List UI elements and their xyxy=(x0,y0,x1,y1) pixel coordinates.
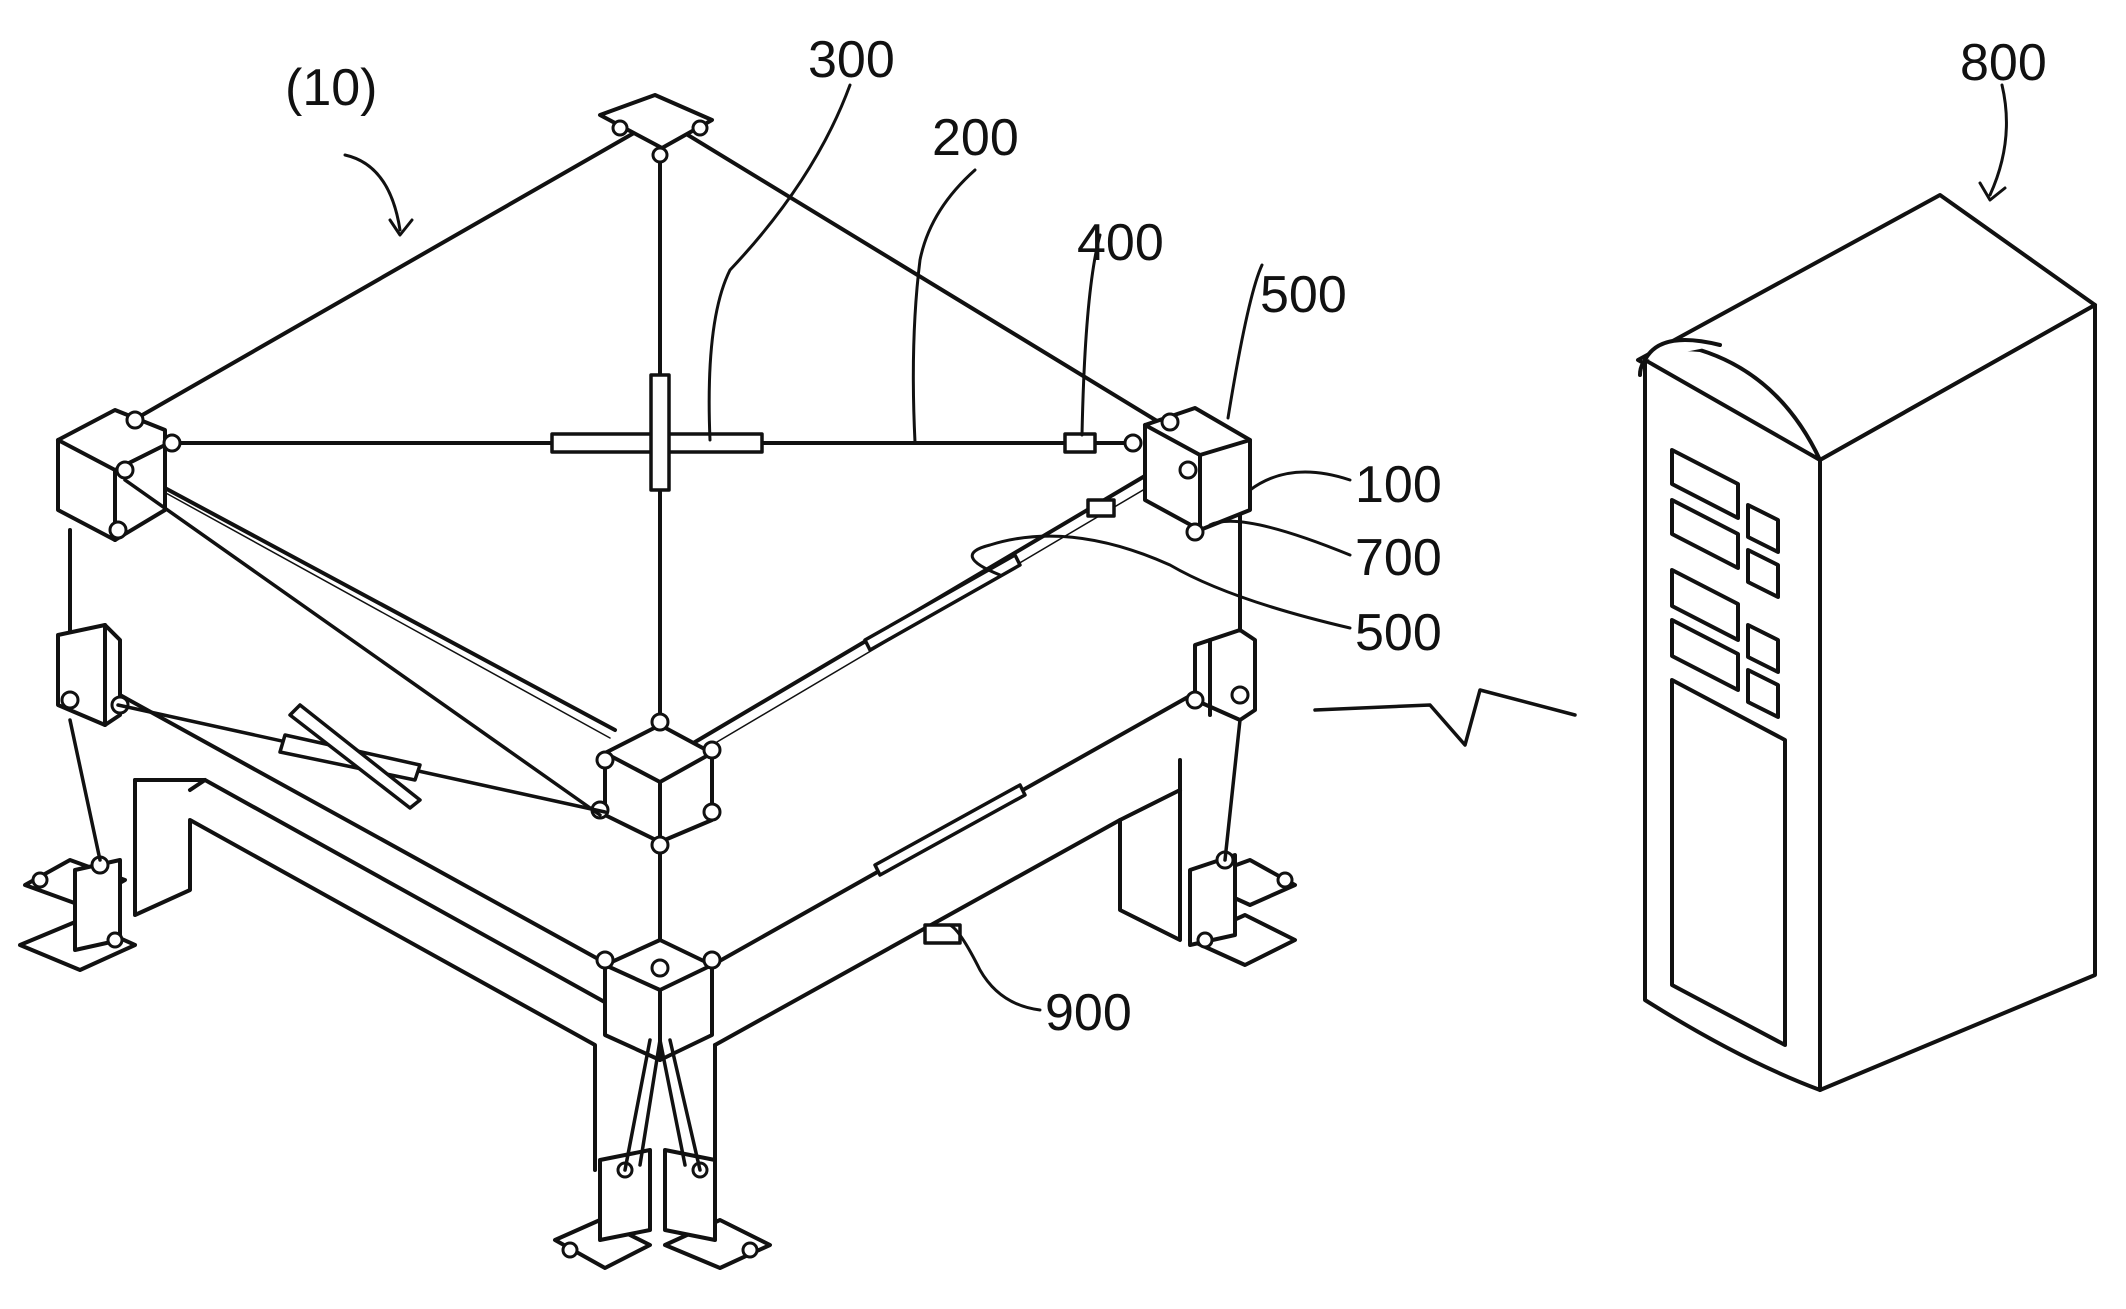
corner-blocks xyxy=(56,93,1257,1062)
label-ref-300: 300 xyxy=(808,31,895,89)
reference-labels: (10) 300 200 400 500 100 700 500 900 800 xyxy=(285,31,2047,1042)
label-ref-500-mid: 500 xyxy=(1355,604,1442,662)
label-ref-700: 700 xyxy=(1355,529,1442,587)
label-ref-10: (10) xyxy=(285,59,377,117)
frame-structure xyxy=(18,93,1297,1270)
server-cabinet xyxy=(1636,193,2097,1092)
label-ref-800: 800 xyxy=(1960,34,2047,92)
wireless-link-symbol xyxy=(1313,688,1577,747)
label-ref-400: 400 xyxy=(1077,214,1164,272)
label-ref-200: 200 xyxy=(932,109,1019,167)
leader-lines xyxy=(343,83,2008,1012)
fasteners xyxy=(31,119,1294,1259)
legs xyxy=(133,758,1182,1172)
sensor-strips xyxy=(278,373,1116,945)
bracing-cables xyxy=(68,478,1242,1172)
label-ref-100: 100 xyxy=(1355,456,1442,514)
top-frame-edges xyxy=(123,116,1182,739)
label-ref-900: 900 xyxy=(1045,984,1132,1042)
label-ref-500-top: 500 xyxy=(1260,266,1347,324)
